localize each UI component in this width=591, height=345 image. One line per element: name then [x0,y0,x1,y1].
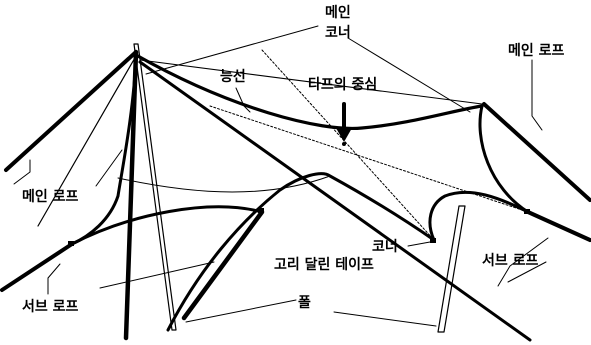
label-corner-tape-line2: 고리 달린 테이프 [274,257,374,273]
label-ridge: 능선 [220,69,246,85]
label-sub-rope-left: 서브 로프 [22,299,79,315]
corner-tape-mark [430,238,436,243]
label-main-rope-left: 메인 로프 [22,189,79,205]
main-rope-right-line [482,102,591,202]
diagonal-guy [138,60,532,342]
label-main-corner-line2: 코너 [325,25,351,41]
leader-pole-left [185,299,297,323]
leader-ridge [235,87,251,113]
tarp-top-edge [134,53,484,131]
leader-sub-rope-left [47,263,61,295]
leader-main-rope-right [531,59,543,131]
pole-back [133,43,177,331]
sub-rope-right-line [526,210,591,242]
label-main-rope-right: 메인 로프 [508,43,565,59]
tarp-right-scallop [428,190,530,242]
pole-front-left [123,49,139,341]
leader-main-corner-left [145,25,319,75]
label-corner-tape-line1: 코너 [372,239,398,255]
leader-main-rope-left [13,159,31,185]
front-guy-left [37,55,137,227]
dotted-line-a [261,49,435,241]
leader-sub-rope-right-b [507,261,547,283]
ridge-thin-line [139,59,483,105]
leader-main-corner-right [347,37,471,113]
label-tarp-center: 타프의 중심 [308,77,378,93]
corner-mark-center [342,142,346,146]
label-main-corner-line1: 메인 [325,5,351,21]
leader-corner-tape [407,241,431,247]
tarp-left-lower-edge [70,205,264,246]
sub-rope-left-line [0,242,74,292]
leader-pole-right [333,311,437,327]
main-rope-left-line [4,50,138,172]
corner-tape-mark-right [524,209,530,214]
tarp-right-edge [478,104,530,214]
leader-sub-rope-right [497,237,549,287]
corner-tape-mark-front [258,208,264,213]
label-sub-rope-right: 서브 로프 [482,253,539,269]
label-pole: 폴 [298,295,311,311]
leader-main-rope-left-b [95,149,123,187]
center-arrow-head [336,128,352,142]
pole-right [437,205,466,333]
sub-rope-front-line [181,209,265,321]
dotted-line-b [209,105,529,213]
leader-sub-rope-left-b [99,261,215,289]
corner-tape-mark-left [68,241,74,246]
